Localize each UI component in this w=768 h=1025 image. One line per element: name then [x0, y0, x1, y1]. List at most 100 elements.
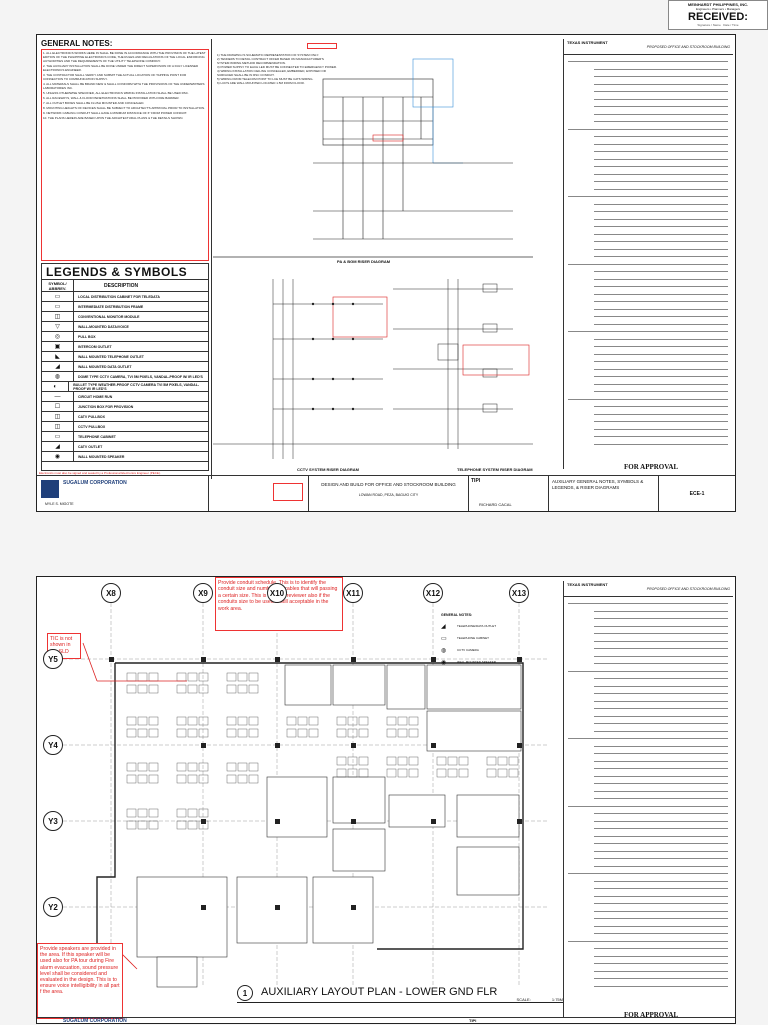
revision-line	[568, 331, 728, 332]
comment-text: Provide speakers are provided in the are…	[40, 946, 120, 996]
signatory: MYLE S. MIGOTE	[45, 502, 74, 506]
layout-legend-title: GENERAL NOTES:	[441, 613, 473, 617]
stamp-company: MEINHARDT PHILIPPINES, INC.	[687, 2, 749, 7]
client-name: TIPI	[471, 478, 481, 484]
legend-description: WALL MOUNTED DATA OUTLET	[78, 364, 132, 369]
firm-name: SUGALUM CORPORATION	[63, 480, 127, 486]
project-cell: DESIGN AND BUILD FOR OFFICE AND STOCKROO…	[309, 476, 469, 511]
legend-description: WALL MOUNTED SPEAKER	[457, 660, 496, 664]
general-note: 1. ALL ELECTRONICS WORKS HERE IN SHALL B…	[43, 51, 206, 63]
riser-note: 1) THE DRAWING IS SCHEMATIC REPRESENTATI…	[217, 53, 319, 57]
legend-row: ◎ PULL BOX	[42, 332, 208, 342]
general-note: 8. MOUNTING HEIGHTS OF DEVICES SHALL BE …	[43, 106, 205, 110]
revision-line	[594, 353, 728, 355]
legend-description: WALL MOUNTED SPEAKER	[78, 454, 125, 459]
general-note: 6. ALL RACEWAYS, WALL & FLOOR PENETRATIO…	[43, 96, 180, 100]
revision-line	[594, 715, 728, 717]
revision-line	[594, 610, 728, 612]
revision-line	[594, 918, 728, 919]
revision-line	[594, 895, 728, 897]
revision-line	[594, 903, 728, 904]
rev-header-company: TEXAS INSTRUMENT	[567, 582, 608, 587]
revision-line	[568, 263, 728, 265]
legend-symbol-icon: ◢	[42, 442, 74, 451]
revision-line	[594, 76, 728, 77]
column-divider	[211, 39, 212, 479]
legend-description: CCTV CAMERA	[457, 648, 479, 652]
legends-header-desc: DESCRIPTION	[104, 282, 139, 289]
cert-cell	[209, 476, 309, 511]
legend-description: WALL-MOUNTED DATA/VOICE	[78, 324, 129, 329]
sheet-number: ECE-1	[689, 490, 705, 497]
legend-symbol-icon: ▽	[42, 322, 74, 331]
legend-description: PULL BOX	[78, 334, 96, 339]
client-name: TIPI	[469, 1018, 477, 1023]
legends-header-row: SYMBOL/ ABBREV. DESCRIPTION	[42, 280, 208, 292]
revision-line	[594, 640, 728, 642]
markup-red-tag	[307, 43, 337, 49]
drawing-title: AUXILIARY GENERAL NOTES, SYMBOLS & LEGEN…	[552, 479, 644, 490]
plan-title: AUXILIARY LAYOUT PLAN - LOWER GND FLR	[261, 986, 498, 998]
revision-line	[594, 421, 728, 422]
legend-row: ◫CCTV PULLBOX	[42, 422, 208, 432]
project-location: LOWAN ROAD, PEZA, BAGUIO CITY	[358, 493, 419, 497]
revision-line	[568, 603, 728, 604]
revision-line	[594, 948, 728, 949]
scale-value: 1:75M	[551, 997, 563, 1002]
revision-line	[568, 940, 728, 942]
revision-line	[594, 978, 728, 979]
legend-row: ◍DOME TYPE CCTV CAMERA, TVI 5M PIXELS, V…	[42, 372, 208, 382]
markup-comment-tic: TIC is not shown in the SLD	[47, 633, 81, 659]
legend-symbol-icon: ◎	[42, 332, 74, 341]
stamp-line: Signature / Name Date / Time	[697, 23, 739, 27]
rev-header: TEXAS INSTRUMENT PROPOSED OFFICE AND STO…	[564, 39, 733, 55]
pa-riser-title: PA & BGM RISER DIAGRAM	[337, 259, 391, 264]
revision-line	[594, 678, 728, 679]
general-note: 5. UNLESS OTHERWISE SPECIFIED, ALL ELECT…	[43, 91, 189, 95]
for-approval-label: FOR APPROVAL	[624, 1011, 679, 1019]
legend-row: ◐BULLET TYPE WEATHER-PROOF CCTV CAMERA T…	[42, 382, 208, 392]
revision-line	[594, 888, 728, 889]
legend-symbol-icon: ▭	[42, 292, 74, 301]
legend-symbol-icon: ◉	[441, 659, 447, 666]
scale-label: SCALE:	[516, 997, 531, 1002]
general-note: 2. THE AUXILIARY INSTALLATION SHALL BE D…	[43, 64, 199, 72]
legend-row: ◫CATV PULLBOX	[42, 412, 208, 422]
revision-line	[594, 625, 728, 627]
legend-row: ◢CATV OUTLET	[42, 442, 208, 452]
legend-description: LOCAL DISTRIBUTION CABINET FOR TELEDATA	[78, 294, 160, 299]
revision-line	[594, 933, 728, 934]
revision-line	[594, 376, 728, 377]
for-approval-label: FOR APPROVAL	[624, 463, 679, 471]
revision-line	[594, 655, 728, 657]
revision-column: TEXAS INSTRUMENT PROPOSED OFFICE AND STO…	[563, 581, 733, 1019]
designer-name: RICHARD CACAL	[479, 502, 512, 507]
legend-description: CATV PULLBOX	[78, 414, 105, 419]
revision-line	[594, 663, 728, 664]
revision-line	[594, 820, 728, 822]
legend-symbol-icon: ◫	[42, 312, 74, 321]
legends-rows: ▭ LOCAL DISTRIBUTION CABINET FOR TELEDATA…	[42, 292, 208, 462]
title-block-partial: SUGALUM CORPORATION TIPI	[37, 1017, 735, 1025]
markup-red-notes-box	[41, 49, 209, 261]
riser-diagrams	[213, 58, 533, 459]
legend-description: DOME TYPE CCTV CAMERA, TVI 5M PIXELS, VA…	[78, 374, 203, 379]
legend-description: TELEPHONE CABINET	[78, 434, 116, 439]
plan-title-bar: 1 AUXILIARY LAYOUT PLAN - LOWER GND FLR …	[237, 983, 563, 1003]
general-note: 7. ALL OUTLET BOXES SHALL BE FLUSH MOUNT…	[43, 101, 145, 105]
revision-line	[568, 196, 728, 197]
revision-line	[594, 368, 728, 370]
grid-bubble-y: Y3	[43, 811, 63, 831]
revision-line	[594, 308, 728, 310]
legends-table: LEGENDS & SYMBOLS SYMBOL/ ABBREV. DESCRI…	[41, 263, 209, 471]
legend-symbol-icon: ◢	[42, 362, 74, 371]
layout-legend-items: ◢TELEPHONE/DATA OUTLET▭TELEPHONE CABINET…	[441, 620, 551, 668]
legend-description: INTERCOM OUTLET	[78, 344, 112, 349]
layout-legend-item: ◢TELEPHONE/DATA OUTLET	[441, 620, 551, 632]
general-notes-title: GENERAL NOTES:	[41, 39, 113, 48]
revision-line	[594, 188, 728, 190]
revision-line	[594, 226, 728, 227]
grid-bubble-x: X12	[423, 583, 443, 603]
riser-note: 3) POWER SUPPLY TO EACH LED MUST BE CONN…	[217, 65, 337, 69]
revision-line	[594, 91, 728, 92]
